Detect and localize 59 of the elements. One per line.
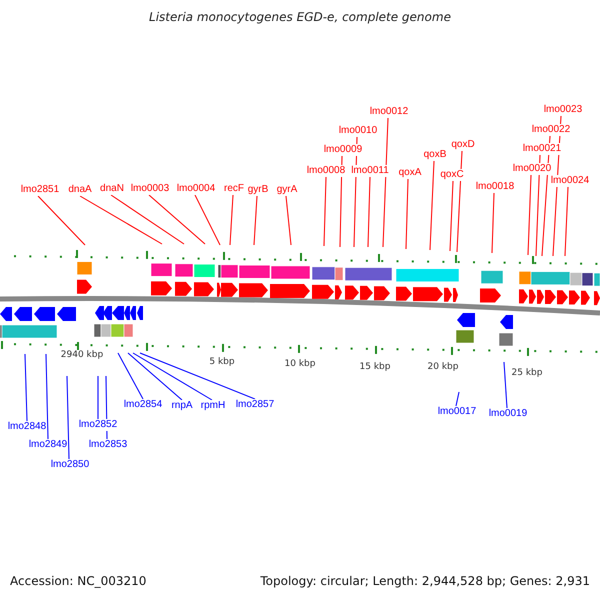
axis-label: 25 kbp [512,368,542,379]
leader-line [430,160,434,250]
gene-label: lmo2852 [78,419,118,431]
leader-line [24,354,28,422]
axis-label: 15 kbp [360,362,390,373]
gene-label: lmo0009 [322,144,364,156]
axis-label: 2940 kbp [60,350,104,361]
gene-label: dnaN [99,183,125,195]
leader-line [406,178,408,250]
genome-info-text: Topology: circular; Length: 2,944,528 bp; Genes: 2,931 [260,574,590,588]
leader-line [132,352,212,400]
gene-label: lmo0024 [550,175,590,187]
leader-line [450,180,454,252]
leader-line [564,186,568,256]
leader-line [80,196,162,244]
leader-line [536,154,540,256]
leader-line [118,352,144,400]
leader-line [254,196,258,246]
gene-label: lmo0021 [522,143,562,155]
leader-line [504,362,508,408]
gene-label: qoxC [439,169,465,181]
gene-label: lmo0008 [306,165,346,177]
gene-label: lmo0011 [350,165,390,177]
leader-line [38,196,86,246]
leader-line [194,194,220,246]
axis-label: 20 kbp [428,362,458,373]
gene-label: qoxB [422,149,448,161]
leader-line [286,196,292,246]
leader-line [140,352,256,400]
leader-line [46,354,48,440]
gene-label: gyrA [276,184,298,196]
axis-label: 10 kbp [284,359,316,370]
leader-line [230,194,234,246]
leader-line [324,176,326,246]
gene-label: qoxD [450,139,476,151]
leader-line [528,174,532,256]
leader-line [368,176,370,248]
leader-line [148,194,206,244]
leader-line [382,118,388,248]
leader-line [340,156,342,248]
gene-label: gyrB [246,184,270,196]
leader-line [456,150,462,252]
title: Listeria monocytogenes EGD-e, complete genome [148,10,452,24]
axis-label: 5 kbp [209,357,235,368]
leader-line [492,192,494,254]
gene-label: lmo2851 [20,184,60,196]
gene-label: lmo0004 [176,183,216,195]
gene-label: dnaA [67,184,93,196]
accession-text: Accession: NC_003210 [10,574,146,588]
leader-line [66,376,70,460]
gene-label: lmo0003 [130,183,170,195]
leader-line [110,194,184,244]
leader-line [128,352,182,400]
gene-label: rpmH [200,400,226,412]
leader-line [456,392,460,406]
gene-label: qoxA [398,167,422,179]
gene-label: lmo0020 [512,163,552,175]
gene-label: lmo0022 [530,124,572,136]
gene-label: rnpA [170,400,194,412]
